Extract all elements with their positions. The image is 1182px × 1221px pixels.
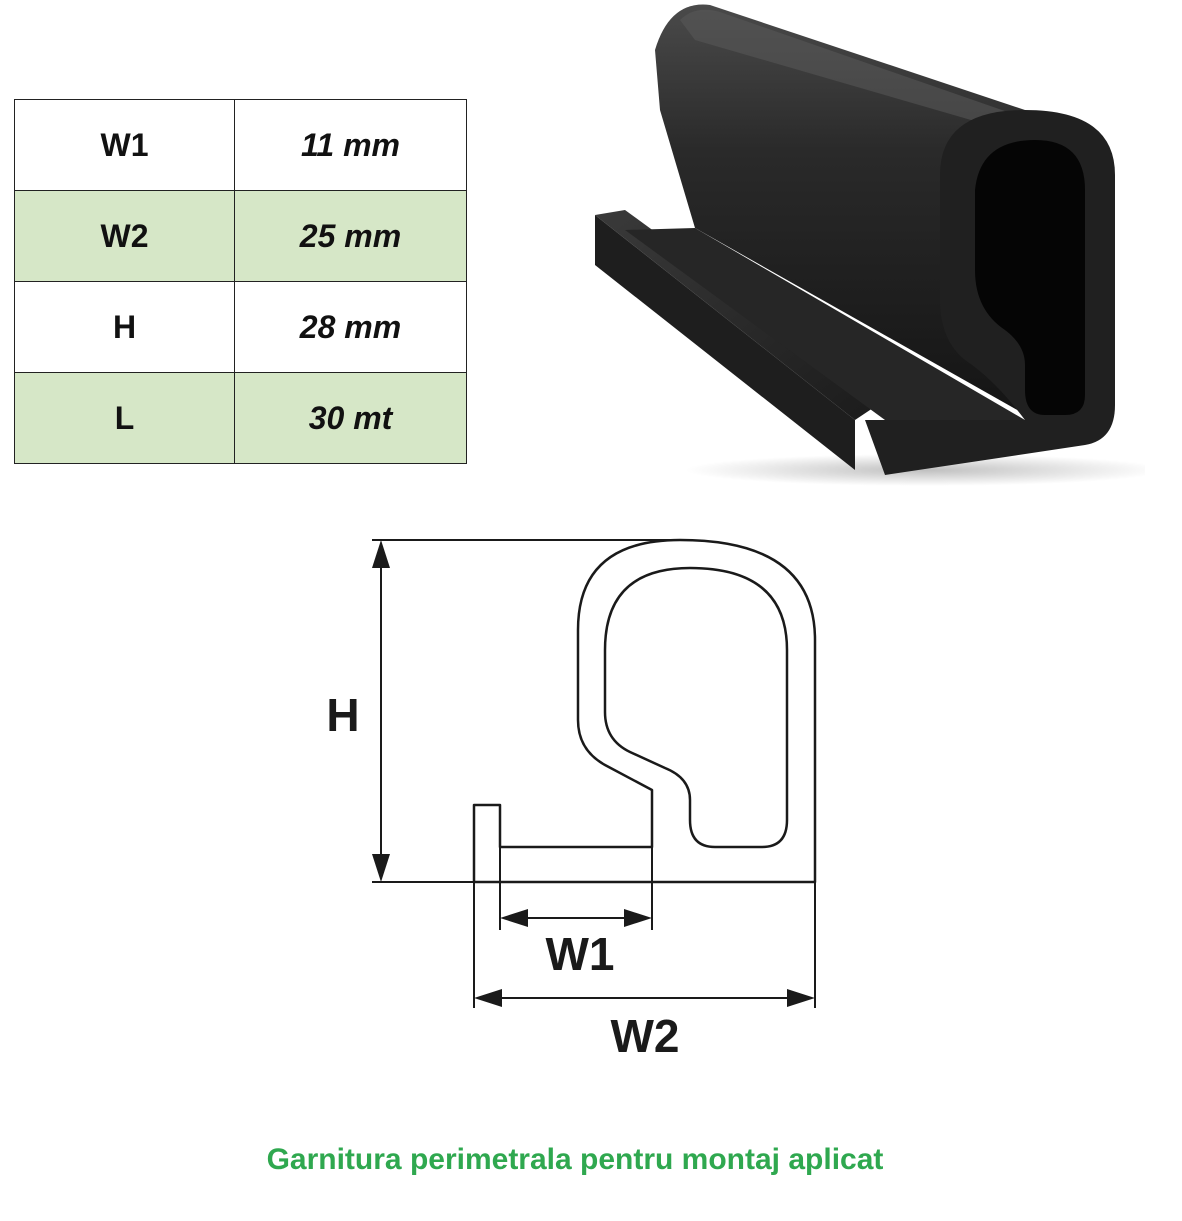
caption: Garnitura perimetrala pentru montaj apli…	[266, 1143, 884, 1176]
profile-outline	[472, 538, 817, 884]
spec-row-w2: W2 25 mm	[14, 190, 467, 282]
spec-row-w1: W1 11 mm	[14, 99, 467, 191]
product-photo	[595, 4, 1145, 486]
profile-dimension-diagram: H W1 W2	[326, 538, 817, 1062]
spec-label: W1	[14, 99, 235, 191]
spec-value: 11 mm	[234, 99, 467, 191]
spec-label: H	[14, 281, 235, 373]
spec-value: 28 mm	[234, 281, 467, 373]
spec-table: W1 11 mm W2 25 mm H 28 mm L 30 mt	[14, 99, 467, 464]
h-dimension-label: H	[326, 689, 359, 741]
w2-dimension-label: W2	[611, 1010, 680, 1062]
spec-row-h: H 28 mm	[14, 281, 467, 373]
spec-value: 25 mm	[234, 190, 467, 282]
w1-dimension-label: W1	[546, 928, 615, 980]
dimension-lines	[372, 539, 816, 1008]
spec-value: 30 mt	[234, 372, 467, 464]
spec-label: W2	[14, 190, 235, 282]
spec-label: L	[14, 372, 235, 464]
spec-row-l: L 30 mt	[14, 372, 467, 464]
